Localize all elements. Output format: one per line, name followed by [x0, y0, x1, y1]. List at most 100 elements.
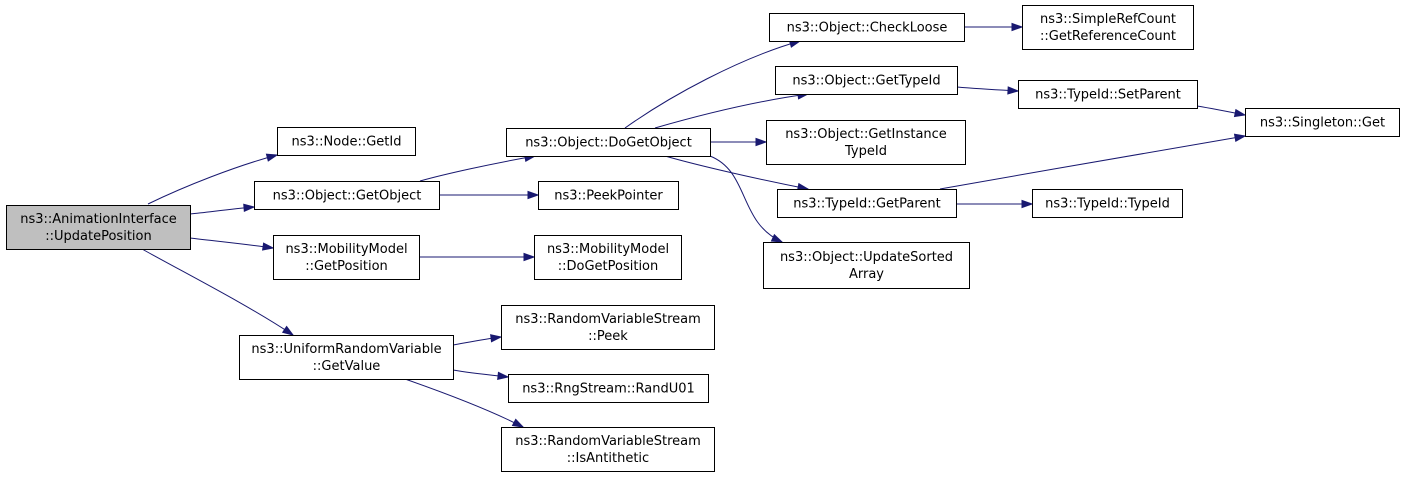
arrowhead-icon: [755, 137, 768, 147]
node-tid-getparent[interactable]: ns3::TypeId::GetParent: [777, 189, 957, 218]
edge-anim_update-to-mob_getpos: [189, 237, 275, 251]
node-label: ns3::TypeId::GetParent: [793, 197, 941, 212]
node-label: ns3::MobilityModel: [547, 242, 669, 257]
arrowhead-icon: [770, 233, 784, 243]
arrowhead-icon: [281, 325, 295, 336]
node-box[interactable]: [1018, 80, 1198, 109]
node-box[interactable]: [538, 181, 679, 210]
node-box[interactable]: [254, 181, 440, 210]
node-label: ns3::Node::GetId: [292, 135, 402, 150]
edge-line: [404, 378, 524, 428]
node-box[interactable]: [273, 235, 420, 280]
node-label: ns3::Singleton::Get: [1260, 116, 1385, 131]
node-singleton-get[interactable]: ns3::Singleton::Get: [1245, 108, 1400, 137]
arrowhead-icon: [1233, 133, 1247, 142]
arrowhead-icon: [1007, 86, 1020, 95]
node-node-getid[interactable]: ns3::Node::GetId: [277, 127, 416, 156]
node-rng-randu01[interactable]: ns3::RngStream::RandU01: [508, 374, 709, 403]
arrowhead-icon: [1011, 22, 1024, 32]
node-mob-dogetpos[interactable]: ns3::MobilityModel::DoGetPosition: [534, 235, 682, 280]
arrowhead-icon: [523, 252, 536, 262]
node-label: ns3::UniformRandomVariable: [251, 342, 441, 357]
node-label: ns3::PeekPointer: [554, 189, 663, 204]
node-box[interactable]: [501, 305, 715, 350]
node-box[interactable]: [508, 374, 709, 403]
node-box[interactable]: [775, 66, 958, 95]
nodes-layer: ns3::AnimationInterface::UpdatePositionn…: [6, 5, 1400, 472]
node-srefcount[interactable]: ns3::SimpleRefCount::GetReferenceCount: [1022, 5, 1194, 50]
node-label: ::GetValue: [313, 359, 381, 374]
node-label: ns3::TypeId::TypeId: [1045, 197, 1170, 212]
arrowhead-icon: [511, 418, 525, 428]
node-box[interactable]: [506, 128, 711, 157]
node-label: ns3::Object::DoGetObject: [525, 136, 692, 151]
arrowhead-icon: [527, 190, 540, 200]
node-label: ns3::AnimationInterface: [20, 212, 177, 227]
node-label: TypeId: [844, 144, 887, 159]
node-box[interactable]: [239, 335, 454, 380]
arrowhead-icon: [1021, 199, 1034, 209]
node-label: ns3::RandomVariableStream: [515, 312, 701, 327]
node-box[interactable]: [777, 189, 957, 218]
node-box[interactable]: [769, 13, 965, 42]
node-label: Array: [849, 267, 884, 282]
edges-layer: [141, 22, 1247, 428]
node-label: ns3::RandomVariableStream: [515, 434, 701, 449]
edge-obj_getobject-to-peekpointer: [439, 190, 540, 200]
arrowhead-icon: [490, 334, 503, 343]
node-box[interactable]: [277, 127, 416, 156]
edge-obj_dogetobject-to-obj_updatesorted: [709, 155, 784, 243]
node-label: ::UpdatePosition: [45, 229, 151, 244]
node-label: ns3::MobilityModel: [285, 242, 407, 257]
node-box[interactable]: [6, 205, 191, 250]
node-label: ::Peek: [588, 329, 628, 344]
node-box[interactable]: [534, 235, 682, 280]
node-label: ns3::Object::GetTypeId: [792, 74, 940, 89]
node-rvs-peek[interactable]: ns3::RandomVariableStream::Peek: [501, 305, 715, 350]
node-label: ::GetReferenceCount: [1040, 29, 1176, 44]
node-box[interactable]: [1032, 189, 1183, 218]
node-anim-update[interactable]: ns3::AnimationInterface::UpdatePosition: [6, 205, 191, 250]
edge-obj_getobject-to-obj_dogetobject: [419, 153, 537, 182]
node-box[interactable]: [1245, 108, 1400, 137]
edge-obj_checkloose-to-srefcount: [964, 22, 1024, 32]
node-peekpointer[interactable]: ns3::PeekPointer: [538, 181, 679, 210]
node-rvs-isanti[interactable]: ns3::RandomVariableStream::IsAntithetic: [501, 427, 715, 472]
node-label: ns3::Object::UpdateSorted: [780, 250, 953, 265]
edge-line: [419, 155, 536, 182]
node-box[interactable]: [1022, 5, 1194, 50]
edge-tid_getparent-to-singleton_get: [939, 133, 1247, 190]
node-obj-gettypeid[interactable]: ns3::Object::GetTypeId: [775, 66, 958, 95]
edge-line: [939, 135, 1246, 190]
node-urv-getvalue[interactable]: ns3::UniformRandomVariable::GetValue: [239, 335, 454, 380]
edge-anim_update-to-urv_getvalue: [141, 248, 295, 336]
node-label: ns3::SimpleRefCount: [1040, 12, 1176, 27]
edge-mob_getpos-to-mob_dogetpos: [419, 252, 536, 262]
node-obj-getobject[interactable]: ns3::Object::GetObject: [254, 181, 440, 210]
edge-line: [709, 155, 783, 243]
node-box[interactable]: [501, 427, 715, 472]
node-box[interactable]: [766, 120, 966, 165]
node-obj-checkloose[interactable]: ns3::Object::CheckLoose: [769, 13, 965, 42]
node-label: ::DoGetPosition: [558, 259, 659, 274]
edge-line: [189, 237, 274, 249]
edge-urv_getvalue-to-rvs_peek: [452, 334, 503, 346]
node-tid-typeid[interactable]: ns3::TypeId::TypeId: [1032, 189, 1183, 218]
node-mob-getpos[interactable]: ns3::MobilityModel::GetPosition: [273, 235, 420, 280]
edge-line: [624, 40, 801, 129]
edge-tid_getparent-to-tid_typeid: [956, 199, 1034, 209]
edge-obj_gettypeid-to-tid_setparent: [956, 86, 1020, 95]
node-tid-setparent[interactable]: ns3::TypeId::SetParent: [1018, 80, 1198, 109]
node-obj-dogetobject[interactable]: ns3::Object::DoGetObject: [506, 128, 711, 157]
edge-anim_update-to-obj_getobject: [189, 203, 256, 215]
node-label: ::IsAntithetic: [567, 451, 649, 466]
edge-obj_dogetobject-to-obj_getinst: [710, 137, 768, 147]
edge-line: [147, 154, 278, 205]
edge-obj_dogetobject-to-obj_checkloose: [624, 39, 802, 129]
node-box[interactable]: [763, 242, 970, 289]
edge-tid_setparent-to-singleton_get: [1196, 105, 1247, 118]
edge-line: [664, 155, 809, 190]
